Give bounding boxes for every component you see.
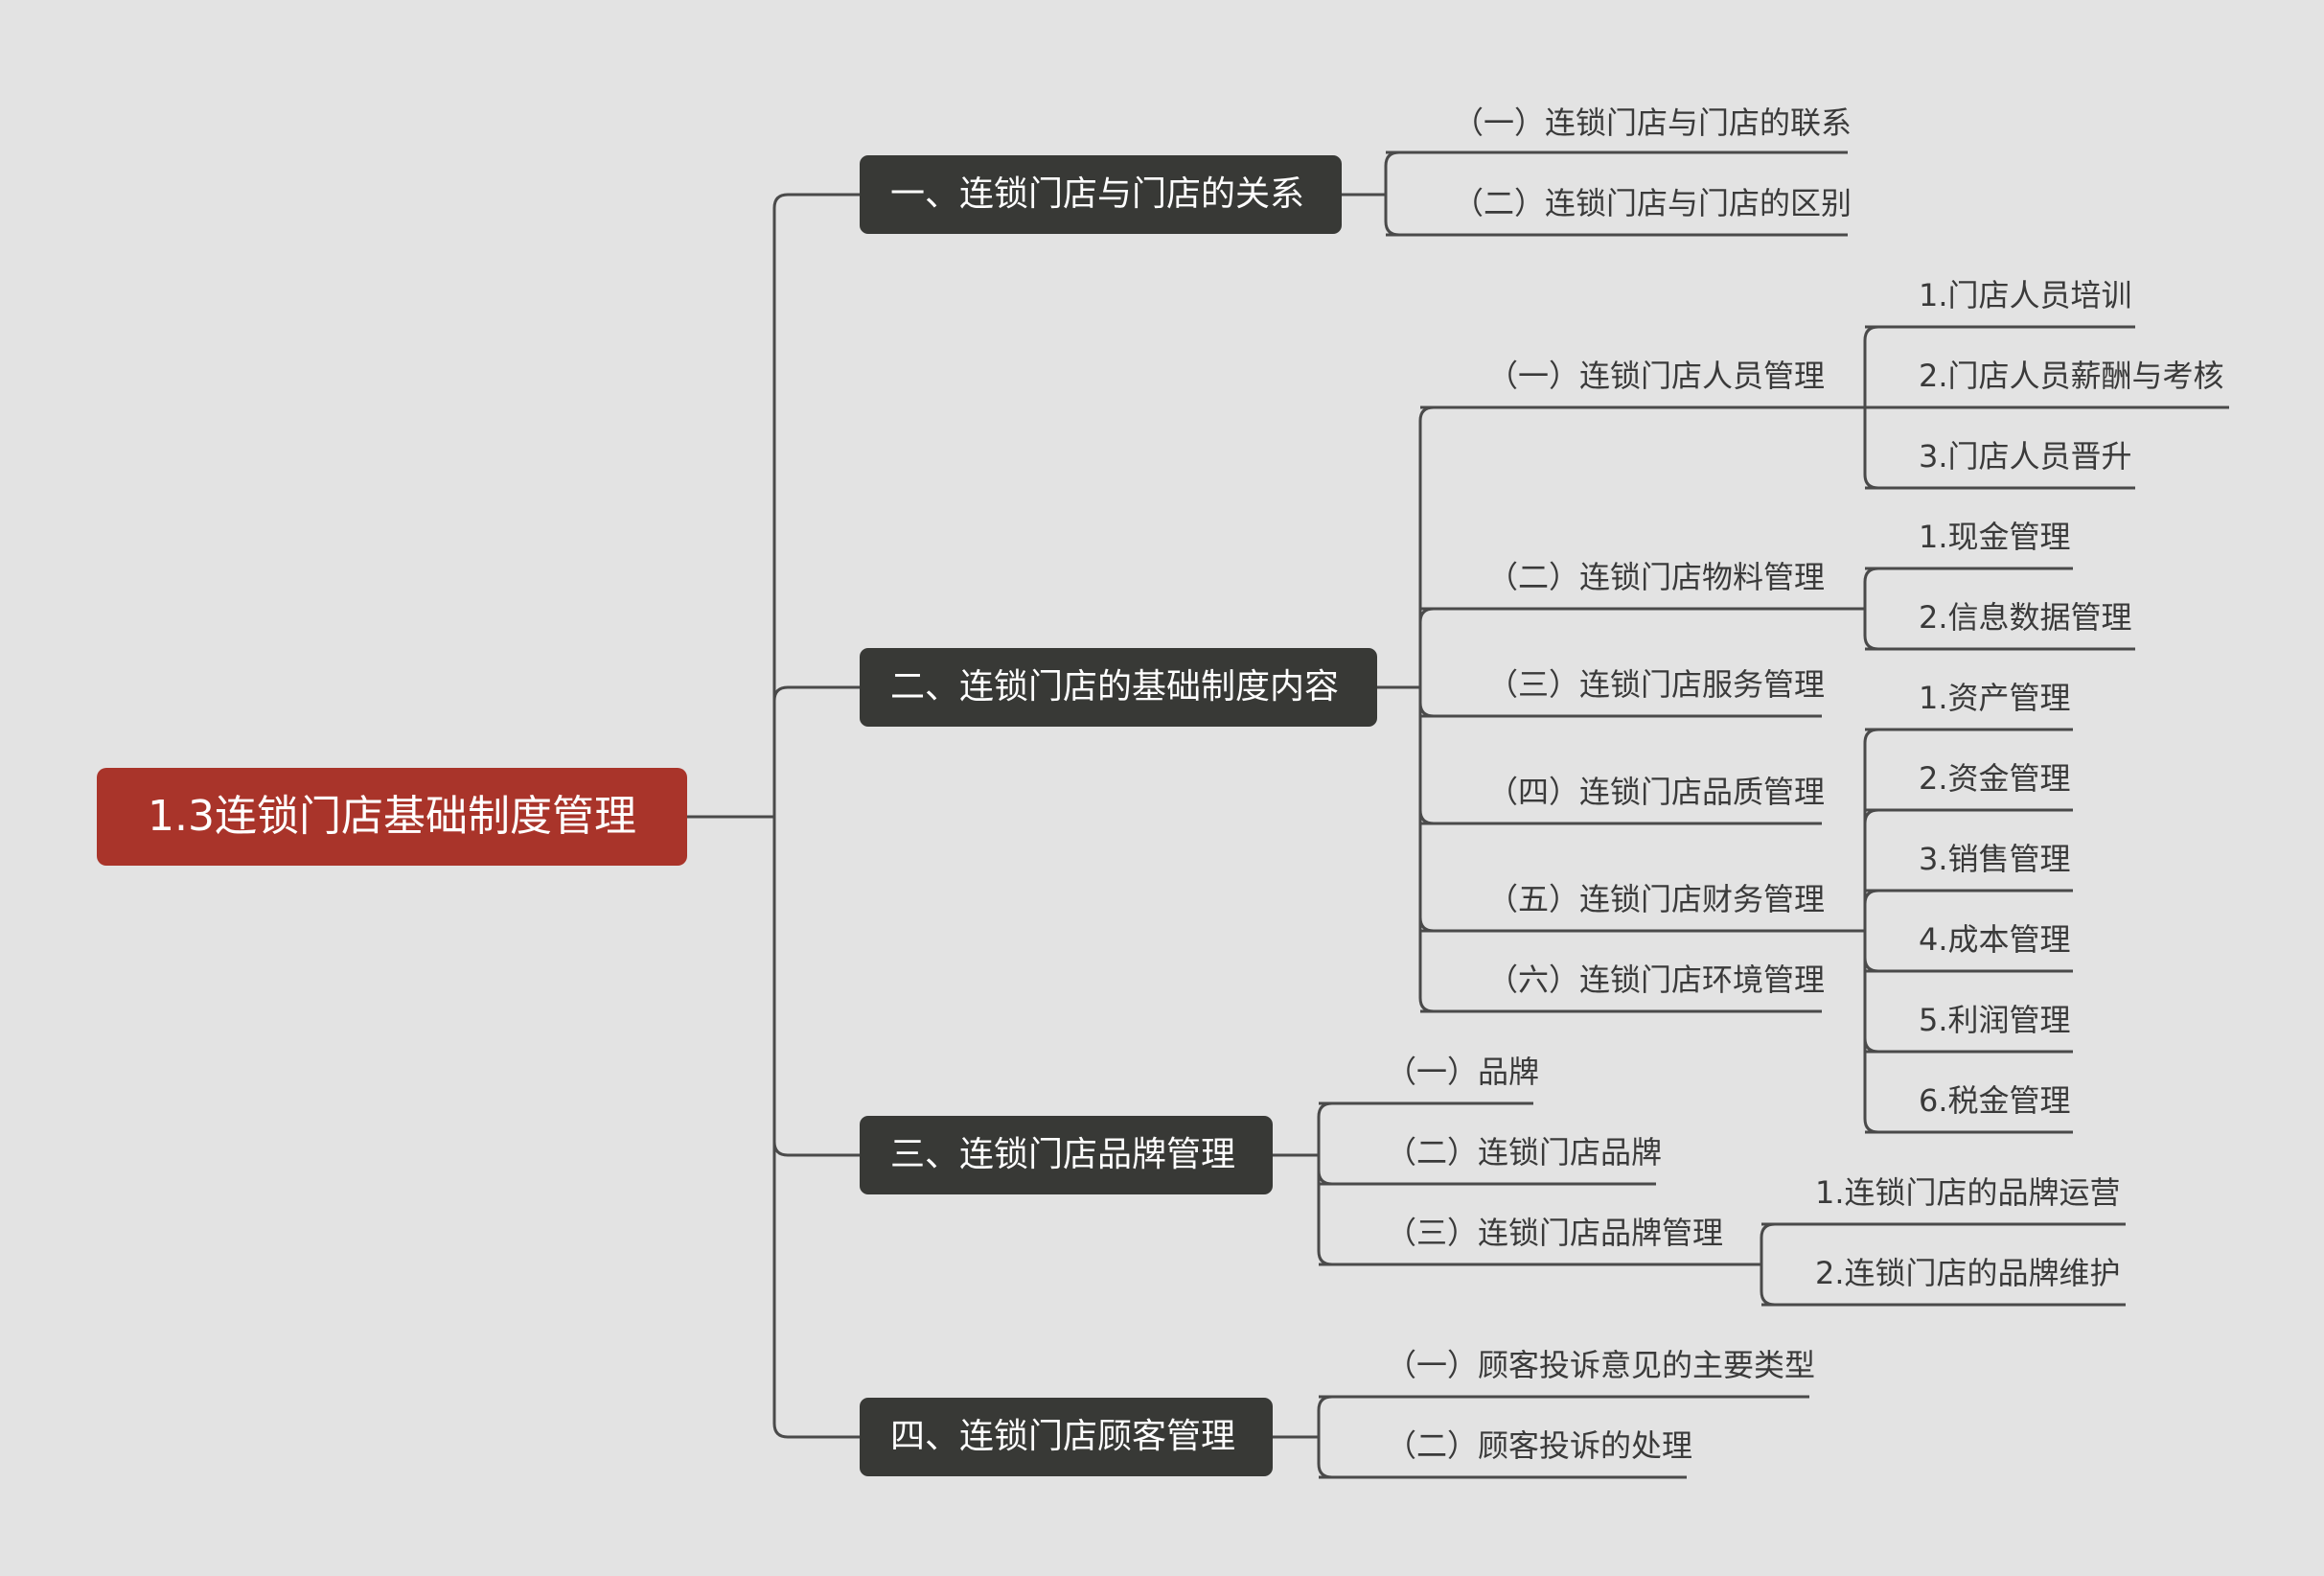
branch-topic-3[interactable]: 三、连锁门店品牌管理 xyxy=(860,1116,1273,1194)
sub2-5-connector-link-6 xyxy=(1863,931,1879,1134)
branch2-connector-link-6 xyxy=(1418,687,1435,1013)
sub2-5-connector-link-3 xyxy=(1863,889,1879,931)
branch-topic-4[interactable]: 四、连锁门店顾客管理 xyxy=(860,1398,1273,1476)
sub3-3-connector-link-2 xyxy=(1760,1264,1776,1307)
subtopic-2-3[interactable]: （三）连锁门店服务管理 xyxy=(1487,666,1826,703)
root-connector-link-3 xyxy=(772,817,860,1157)
sub2-2-connector-link-2 xyxy=(1863,609,1879,651)
leaf-3-3-1[interactable]: 1.连锁门店的品牌运营 xyxy=(1815,1174,2121,1211)
leaf-2-1-2[interactable]: 2.门店人员薪酬与考核 xyxy=(1919,358,2224,394)
sub2-5-connector-link-5 xyxy=(1863,931,1879,1054)
subtopic-3-3[interactable]: （三）连锁门店品牌管理 xyxy=(1386,1215,1724,1251)
sub2-1-connector-link-1 xyxy=(1863,325,1879,407)
subtopic-2-5[interactable]: （五）连锁门店财务管理 xyxy=(1487,881,1826,917)
leaf-2-2-2[interactable]: 2.信息数据管理 xyxy=(1919,599,2132,636)
leaf-2-1-1[interactable]: 1.门店人员培训 xyxy=(1919,277,2132,313)
subtopic-1-1[interactable]: （一）连锁门店与门店的联系 xyxy=(1453,104,1852,141)
branch3-connector-link-2 xyxy=(1317,1155,1333,1186)
branch4-connector-link-2 xyxy=(1317,1437,1333,1479)
root-connector-link-1 xyxy=(772,193,860,817)
leaf-2-1-3[interactable]: 3.门店人员晋升 xyxy=(1919,438,2132,475)
subtopic-4-2[interactable]: （二）顾客投诉的处理 xyxy=(1386,1427,1693,1464)
branch2-connector-link-5 xyxy=(1418,687,1435,933)
sub2-1-connector-link-3 xyxy=(1863,407,1879,490)
subtopic-1-2[interactable]: （二）连锁门店与门店的区别 xyxy=(1453,185,1852,221)
subtopic-2-2[interactable]: （二）连锁门店物料管理 xyxy=(1487,559,1826,595)
branch3-connector-link-3 xyxy=(1317,1155,1333,1266)
subtopic-2-1[interactable]: （一）连锁门店人员管理 xyxy=(1487,358,1826,394)
branch-topic-1[interactable]: 一、连锁门店与门店的关系 xyxy=(860,155,1342,234)
root-connector-link-2 xyxy=(772,685,860,817)
branch4-connector-link-1 xyxy=(1317,1395,1333,1437)
branch-topic-2[interactable]: 二、连锁门店的基础制度内容 xyxy=(860,648,1377,727)
leaf-2-5-5[interactable]: 5.利润管理 xyxy=(1919,1002,2071,1038)
subtopic-2-4[interactable]: （四）连锁门店品质管理 xyxy=(1487,774,1826,810)
leaf-2-5-4[interactable]: 4.成本管理 xyxy=(1919,921,2071,958)
leaf-2-2-1[interactable]: 1.现金管理 xyxy=(1919,519,2071,555)
sub3-3-connector-link-1 xyxy=(1760,1222,1776,1264)
subtopic-3-1[interactable]: （一）品牌 xyxy=(1386,1054,1540,1090)
subtopic-2-6[interactable]: （六）连锁门店环境管理 xyxy=(1487,962,1826,998)
root-connector-link-4 xyxy=(772,817,860,1439)
sub2-5-connector-link-2 xyxy=(1863,808,1879,931)
leaf-2-5-2[interactable]: 2.资金管理 xyxy=(1919,760,2071,797)
leaf-2-5-6[interactable]: 6.税金管理 xyxy=(1919,1082,2071,1119)
root-topic[interactable]: 1.3连锁门店基础制度管理 xyxy=(97,768,687,866)
branch3-connector-link-1 xyxy=(1317,1101,1333,1155)
leaf-2-5-3[interactable]: 3.销售管理 xyxy=(1919,841,2071,877)
leaf-3-3-2[interactable]: 2.连锁门店的品牌维护 xyxy=(1815,1255,2121,1291)
branch2-connector-link-1 xyxy=(1418,406,1435,687)
branch1-connector-link-2 xyxy=(1384,195,1400,237)
subtopic-3-2[interactable]: （二）连锁门店品牌 xyxy=(1386,1134,1663,1170)
subtopic-4-1[interactable]: （一）顾客投诉意见的主要类型 xyxy=(1386,1347,1816,1383)
sub2-2-connector-link-1 xyxy=(1863,567,1879,609)
sub2-5-connector-link-4 xyxy=(1863,931,1879,973)
leaf-2-5-1[interactable]: 1.资产管理 xyxy=(1919,680,2071,716)
sub2-5-connector-link-1 xyxy=(1863,728,1879,931)
branch2-connector-link-2 xyxy=(1418,607,1435,687)
branch2-connector-link-3 xyxy=(1418,687,1435,718)
branch1-connector-link-1 xyxy=(1384,151,1400,195)
